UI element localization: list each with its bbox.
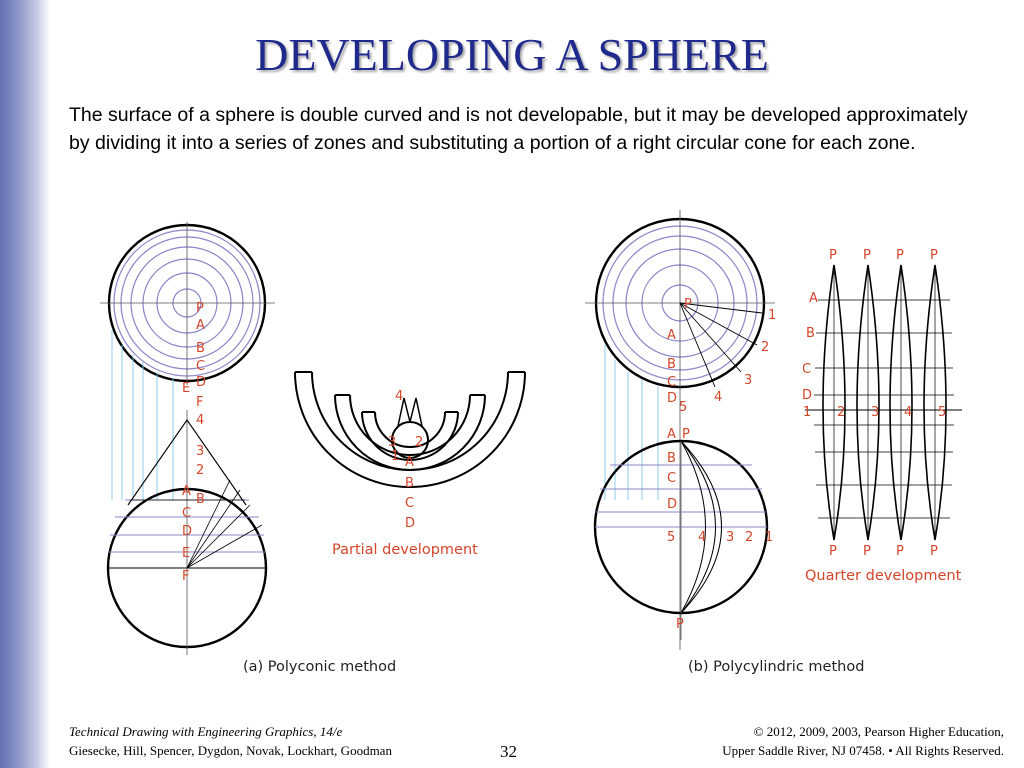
svg-text:D: D bbox=[667, 497, 677, 512]
page-number: 32 bbox=[500, 742, 517, 761]
svg-text:C: C bbox=[405, 496, 414, 511]
svg-text:C: C bbox=[667, 471, 676, 486]
svg-text:F: F bbox=[196, 395, 203, 410]
polyconic-projectors bbox=[111, 330, 174, 500]
polycylindric-top-labels: P A B C D 5 bbox=[667, 297, 692, 415]
svg-text:A: A bbox=[196, 318, 205, 333]
svg-text:E: E bbox=[182, 381, 190, 396]
svg-text:3: 3 bbox=[744, 373, 752, 388]
svg-text:1: 1 bbox=[768, 308, 776, 323]
svg-text:5: 5 bbox=[679, 400, 687, 415]
footer-book-info: Technical Drawing with Engineering Graph… bbox=[69, 722, 392, 760]
svg-text:P: P bbox=[896, 544, 904, 559]
svg-text:P: P bbox=[684, 297, 692, 312]
svg-text:P: P bbox=[829, 248, 837, 263]
svg-text:1: 1 bbox=[803, 405, 811, 420]
svg-text:D: D bbox=[196, 375, 206, 390]
svg-text:3: 3 bbox=[726, 530, 734, 545]
svg-text:1: 1 bbox=[765, 530, 773, 545]
svg-text:B: B bbox=[667, 451, 676, 466]
footer-copyright: © 2012, 2009, 2003, Pearson Higher Educa… bbox=[722, 722, 1004, 760]
polycylindric-caption: (b) Polycylindric method bbox=[688, 659, 864, 675]
polycylindric-top-view bbox=[585, 210, 775, 650]
svg-text:4: 4 bbox=[714, 390, 722, 405]
footer-copyright-line: © 2012, 2009, 2003, Pearson Higher Educa… bbox=[753, 724, 1004, 739]
svg-text:C: C bbox=[802, 362, 811, 377]
svg-text:P: P bbox=[863, 248, 871, 263]
svg-text:P: P bbox=[896, 248, 904, 263]
svg-text:E: E bbox=[182, 546, 190, 561]
svg-text:1: 1 bbox=[391, 449, 399, 464]
svg-text:3: 3 bbox=[871, 405, 879, 420]
svg-text:P: P bbox=[682, 427, 690, 442]
svg-text:B: B bbox=[196, 492, 205, 507]
polyconic-top-view bbox=[100, 222, 275, 385]
partial-development bbox=[294, 371, 526, 488]
svg-text:D: D bbox=[667, 391, 677, 406]
svg-text:C: C bbox=[182, 506, 191, 521]
polyconic-front-view bbox=[106, 410, 268, 655]
svg-text:A: A bbox=[809, 291, 818, 306]
svg-text:P: P bbox=[930, 544, 938, 559]
polyconic-cone-labels: 3 2 A B C D E F bbox=[182, 444, 205, 584]
polycylindric-projectors bbox=[604, 345, 659, 500]
svg-text:A: A bbox=[667, 328, 676, 343]
svg-text:4: 4 bbox=[904, 405, 912, 420]
svg-text:4: 4 bbox=[395, 389, 403, 404]
svg-text:P: P bbox=[676, 617, 684, 632]
svg-text:2: 2 bbox=[837, 405, 845, 420]
svg-text:A: A bbox=[667, 427, 676, 442]
quarter-development-labels: P P P P P P P P A B C D 1 2 3 4 5 bbox=[802, 248, 946, 559]
polyconic-top-labels: P A B C D E F 4 bbox=[182, 301, 206, 428]
svg-text:5: 5 bbox=[938, 405, 946, 420]
partial-development-labels: 4 3 2 1 A B C D bbox=[388, 389, 423, 531]
svg-text:4: 4 bbox=[698, 530, 706, 545]
svg-text:B: B bbox=[196, 341, 205, 356]
svg-text:D: D bbox=[405, 516, 415, 531]
svg-text:B: B bbox=[806, 326, 815, 341]
footer-authors: Giesecke, Hill, Spencer, Dygdon, Novak, … bbox=[69, 743, 392, 758]
polycylindric-front-view bbox=[593, 439, 769, 640]
svg-text:2: 2 bbox=[745, 530, 753, 545]
slide-sidebar-gradient bbox=[0, 0, 50, 768]
footer-book-title: Technical Drawing with Engineering Graph… bbox=[69, 724, 343, 739]
footer-address-line: Upper Saddle River, NJ 07458. • All Righ… bbox=[722, 743, 1004, 758]
slide-title: DEVELOPING A SPHERE bbox=[255, 29, 769, 80]
svg-text:2: 2 bbox=[761, 340, 769, 355]
svg-text:A: A bbox=[405, 455, 414, 470]
svg-text:4: 4 bbox=[196, 413, 204, 428]
quarter-development-caption: Quarter development bbox=[805, 568, 962, 584]
svg-text:P: P bbox=[930, 248, 938, 263]
svg-text:D: D bbox=[802, 388, 812, 403]
svg-text:2: 2 bbox=[196, 463, 204, 478]
svg-text:P: P bbox=[863, 544, 871, 559]
polyconic-caption: (a) Polyconic method bbox=[243, 659, 396, 675]
svg-text:3: 3 bbox=[196, 444, 204, 459]
quarter-development-gores bbox=[805, 264, 962, 541]
svg-text:5: 5 bbox=[667, 530, 675, 545]
polycylindric-front-labels: A P B C D 5 4 3 2 1 P bbox=[667, 427, 773, 632]
polycylindric-radial-numbers: 1 2 3 4 bbox=[714, 308, 776, 405]
svg-text:2: 2 bbox=[415, 435, 423, 450]
svg-text:P: P bbox=[829, 544, 837, 559]
svg-text:C: C bbox=[196, 359, 205, 374]
svg-text:F: F bbox=[182, 569, 189, 584]
svg-text:3: 3 bbox=[388, 435, 396, 450]
svg-text:B: B bbox=[667, 357, 676, 372]
svg-text:P: P bbox=[196, 301, 204, 316]
intro-paragraph: The surface of a sphere is double curved… bbox=[69, 104, 968, 154]
svg-text:B: B bbox=[405, 476, 414, 491]
svg-text:D: D bbox=[182, 524, 192, 539]
svg-text:A: A bbox=[182, 484, 191, 499]
partial-development-caption: Partial development bbox=[332, 542, 478, 558]
svg-text:C: C bbox=[667, 375, 676, 390]
